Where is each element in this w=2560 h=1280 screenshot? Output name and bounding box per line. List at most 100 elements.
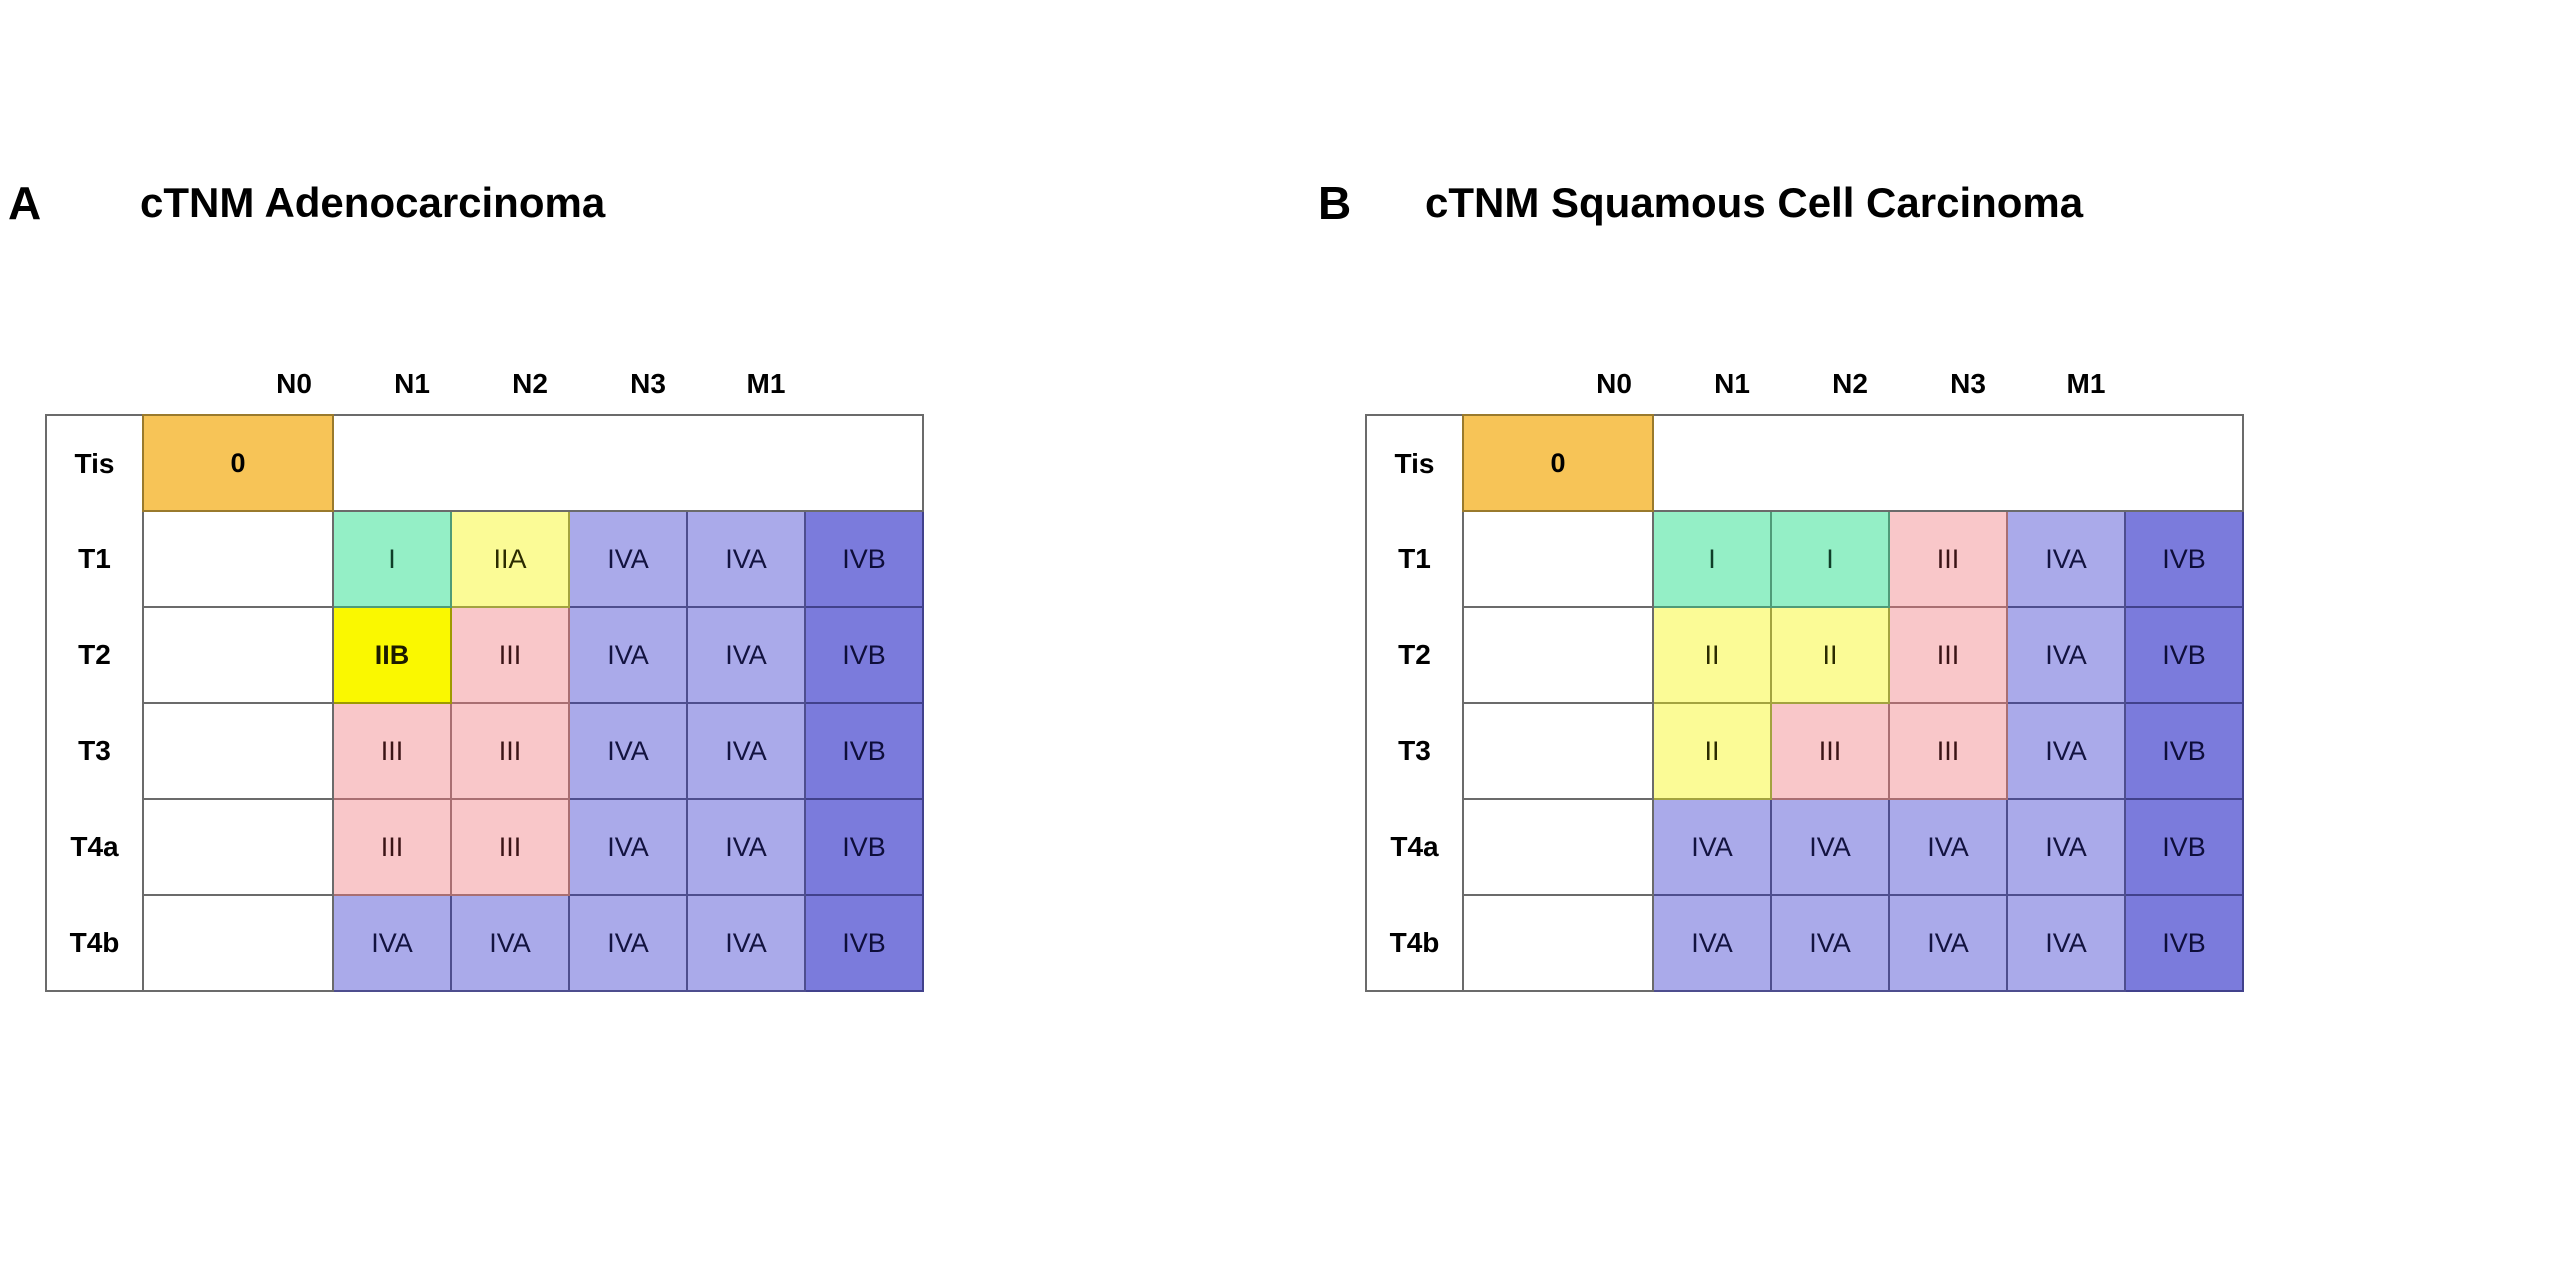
cell-t4a-m1[interactable]: IVB xyxy=(2124,798,2244,896)
column-header-n1: N1 xyxy=(1714,368,1750,399)
cell-t4a-n1[interactable]: IVA xyxy=(1770,798,1890,896)
table-row: T4b IVA IVA IVA IVA IVB xyxy=(46,894,924,992)
row-label-tis: Tis xyxy=(74,447,115,479)
column-header-n2: N2 xyxy=(512,368,548,399)
cell-t4b-m1[interactable]: IVB xyxy=(2124,894,2244,992)
panel-a: A cTNM Adenocarcinoma N0 N1 N2 N3 M1 Tis… xyxy=(8,177,924,992)
row-label-t4b: T4b xyxy=(69,926,120,958)
row-label-t4a: T4a xyxy=(70,831,119,862)
cell-t4b-m1[interactable]: IVB xyxy=(804,894,924,992)
table-row: T3 II III III IVA IVB xyxy=(1366,702,2244,800)
row-label-t3: T3 xyxy=(1398,735,1431,766)
column-header-n0: N0 xyxy=(1596,368,1632,399)
cell-t2-n1[interactable]: III xyxy=(450,606,570,704)
cell-t2-n2[interactable]: IVA xyxy=(568,606,688,704)
panel-b-column-headers: N0 N1 N2 N3 M1 xyxy=(1555,370,2244,414)
panel-b-letter: B xyxy=(1318,177,1352,229)
cell-t3-n3[interactable]: IVA xyxy=(2006,702,2126,800)
cell-t2-n0[interactable]: II xyxy=(1652,606,1772,704)
column-header-n3: N3 xyxy=(630,368,666,399)
cell-t1-m1[interactable]: IVB xyxy=(804,510,924,608)
row-label-t4a: T4a xyxy=(1390,831,1439,862)
panel-a-matrix: N0 N1 N2 N3 M1 Tis 0 xyxy=(45,370,924,992)
cell-t4a-n3[interactable]: IVA xyxy=(686,798,806,896)
cell-t4b-n0[interactable]: IVA xyxy=(332,894,452,992)
panel-b-stage-grid: Tis 0 T1 I I III IVA IVB xyxy=(1365,414,2244,992)
cell-t3-n2[interactable]: IVA xyxy=(568,702,688,800)
cell-t4b-n3[interactable]: IVA xyxy=(2006,894,2126,992)
column-header-m1: M1 xyxy=(2066,368,2106,399)
cell-t4b-stage0 xyxy=(142,894,334,992)
cell-t1-n2[interactable]: IVA xyxy=(568,510,688,608)
cell-t3-n0[interactable]: III xyxy=(332,702,452,800)
cell-t1-n2[interactable]: III xyxy=(1888,510,2008,608)
table-row: T3 III III IVA IVA IVB xyxy=(46,702,924,800)
cell-t1-n0[interactable]: I xyxy=(1652,510,1772,608)
row-label-t1: T1 xyxy=(78,543,111,574)
cell-t4b-stage0 xyxy=(1462,894,1654,992)
cell-t3-m1[interactable]: IVB xyxy=(2124,702,2244,800)
cell-t3-n2[interactable]: III xyxy=(1888,702,2008,800)
panel-b: B cTNM Squamous Cell Carcinoma N0 N1 N2 … xyxy=(1280,0,2560,1280)
table-row: T4a IVA IVA IVA IVA IVB xyxy=(1366,798,2244,896)
cell-t4b-n1[interactable]: IVA xyxy=(450,894,570,992)
cell-t3-n0[interactable]: II xyxy=(1652,702,1772,800)
panel-b-matrix: N0 N1 N2 N3 M1 Tis 0 xyxy=(1365,370,2244,992)
table-row: T1 I I III IVA IVB xyxy=(1366,510,2244,608)
row-label-t3: T3 xyxy=(78,735,111,766)
cell-t4a-n3[interactable]: IVA xyxy=(2006,798,2126,896)
cell-t3-m1[interactable]: IVB xyxy=(804,702,924,800)
cell-t4b-n2[interactable]: IVA xyxy=(1888,894,2008,992)
cell-t4a-n2[interactable]: IVA xyxy=(568,798,688,896)
row-label-t2: T2 xyxy=(78,639,111,670)
cell-t4b-n2[interactable]: IVA xyxy=(568,894,688,992)
cell-t3-stage0 xyxy=(1462,702,1654,800)
panel-a-column-headers: N0 N1 N2 N3 M1 xyxy=(235,370,924,414)
cell-t1-n0[interactable]: I xyxy=(332,510,452,608)
cell-t1-stage0 xyxy=(142,510,334,608)
cell-t4a-n2[interactable]: IVA xyxy=(1888,798,2008,896)
row-label-t4b: T4b xyxy=(1389,926,1440,958)
table-row: Tis 0 xyxy=(46,414,924,512)
cell-t4a-m1[interactable]: IVB xyxy=(804,798,924,896)
panel-a-stage-grid: Tis 0 T1 I IIA IVA IVA IVB xyxy=(45,414,924,992)
cell-t2-n3[interactable]: IVA xyxy=(2006,606,2126,704)
panel-a-title: cTNM Adenocarcinoma xyxy=(140,179,606,226)
cell-t1-n1[interactable]: IIA xyxy=(450,510,570,608)
cell-t2-n1[interactable]: II xyxy=(1770,606,1890,704)
cell-t1-n1[interactable]: I xyxy=(1770,510,1890,608)
panel-a-letter: A xyxy=(8,177,42,229)
cell-t2-m1[interactable]: IVB xyxy=(804,606,924,704)
cell-t4a-n0[interactable]: III xyxy=(332,798,452,896)
cell-t4b-n1[interactable]: IVA xyxy=(1770,894,1890,992)
cell-t1-n3[interactable]: IVA xyxy=(686,510,806,608)
cell-t2-n2[interactable]: III xyxy=(1888,606,2008,704)
cell-t4a-n1[interactable]: III xyxy=(450,798,570,896)
cell-t2-m1[interactable]: IVB xyxy=(2124,606,2244,704)
cell-t3-n3[interactable]: IVA xyxy=(686,702,806,800)
cell-t4a-stage0 xyxy=(142,798,334,896)
column-header-n2: N2 xyxy=(1832,368,1868,399)
row-label-tis: Tis xyxy=(1394,447,1435,479)
cell-tis-stage0[interactable]: 0 xyxy=(1462,414,1654,512)
cell-tis-stage0[interactable]: 0 xyxy=(142,414,334,512)
cell-t1-m1[interactable]: IVB xyxy=(2124,510,2244,608)
panel-b-title: cTNM Squamous Cell Carcinoma xyxy=(1425,179,2084,226)
cell-t3-n1[interactable]: III xyxy=(1770,702,1890,800)
cell-t4b-n0[interactable]: IVA xyxy=(1652,894,1772,992)
row-label-t1: T1 xyxy=(1398,543,1431,574)
cell-t4b-n3[interactable]: IVA xyxy=(686,894,806,992)
cell-t4a-n0[interactable]: IVA xyxy=(1652,798,1772,896)
row-label-t2: T2 xyxy=(1398,639,1431,670)
cell-t2-n3[interactable]: IVA xyxy=(686,606,806,704)
column-header-n3: N3 xyxy=(1950,368,1986,399)
cell-t4a-stage0 xyxy=(1462,798,1654,896)
cell-t1-n3[interactable]: IVA xyxy=(2006,510,2126,608)
cell-t3-n1[interactable]: III xyxy=(450,702,570,800)
table-row: T4b IVA IVA IVA IVA IVB xyxy=(1366,894,2244,992)
column-header-n1: N1 xyxy=(394,368,430,399)
cell-t2-n0[interactable]: IIB xyxy=(332,606,452,704)
column-header-n0: N0 xyxy=(276,368,312,399)
cell-t3-stage0 xyxy=(142,702,334,800)
